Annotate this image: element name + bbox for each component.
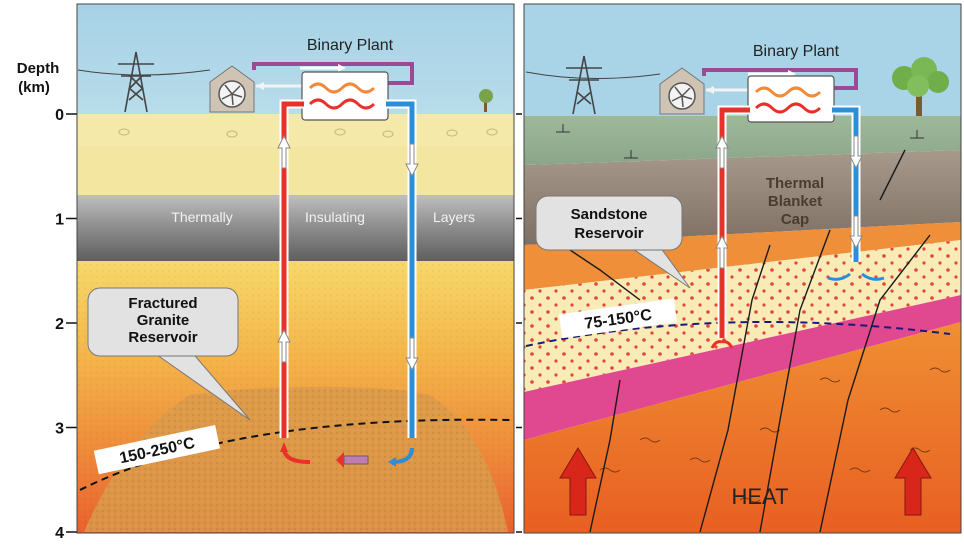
right-injection-spread	[827, 272, 885, 281]
layer-word-3: Layers	[433, 209, 475, 225]
left-pebbles	[118, 128, 498, 138]
right-working-fluid-loop	[702, 68, 858, 90]
granite-callout-line3: Reservoir	[128, 329, 197, 346]
layer-word-2: Insulating	[305, 209, 365, 225]
depth-tick-label: 2	[55, 316, 64, 333]
cap-label-line3: Cap	[781, 211, 809, 228]
depth-tick-label: 4	[55, 525, 64, 540]
left-topsoil	[77, 114, 514, 147]
left-isotherm	[79, 418, 511, 491]
sandstone-callout-line2: Reservoir	[574, 225, 643, 242]
right-isotherm	[525, 321, 951, 347]
left-heat-exchanger	[301, 71, 389, 121]
right-pylon-icon	[566, 55, 602, 115]
granite-callout-line2: Granite	[137, 312, 190, 329]
small-tree-icon	[479, 89, 493, 112]
depth-axis: Depth (km) 0 1 2 3 4	[17, 60, 522, 542]
left-plant-title: Binary Plant	[307, 37, 394, 54]
right-plant-title: Binary Plant	[753, 43, 840, 60]
heat-arrow-right-icon	[894, 447, 932, 516]
sandstone-callout-line1: Sandstone	[571, 206, 648, 223]
depth-tick-label: 0	[55, 107, 64, 124]
right-heat-waves	[599, 367, 951, 503]
depth-tick-label: 3	[55, 421, 64, 438]
sandstone-callout	[535, 195, 683, 251]
right-deep-heat	[524, 322, 961, 533]
left-sediment	[77, 147, 514, 195]
granite-callout-line1: Fractured	[128, 295, 197, 312]
layer-word-1: Thermally	[171, 209, 232, 225]
left-sky	[77, 4, 514, 114]
right-heat-exchanger	[747, 75, 835, 123]
right-generator-house-icon	[659, 67, 705, 115]
flow-arrows	[277, 134, 419, 372]
right-surface-ticks	[556, 124, 924, 159]
right-sky	[524, 4, 961, 116]
left-working-fluid-loop	[252, 62, 414, 85]
right-production-inflow	[710, 340, 734, 349]
heat-label: HEAT	[731, 484, 788, 509]
granite-callout	[87, 287, 239, 357]
generator-house-icon	[209, 65, 255, 113]
heat-arrow-left-icon	[559, 447, 597, 516]
right-faults	[539, 149, 931, 533]
depth-tick-label: 1	[55, 212, 64, 229]
left-panel: Thermally Insulating Layers Binary Plant	[76, 3, 515, 534]
right-panel: Binary Plant	[523, 3, 962, 534]
depth-axis-title: Depth	[17, 60, 60, 77]
power-pylon-icon	[118, 51, 154, 113]
power-line	[77, 69, 211, 76]
cap-label-line1: Thermal	[766, 175, 824, 192]
cap-label-line2: Blanket	[768, 193, 822, 210]
depth-axis-unit: (km)	[18, 79, 50, 96]
right-tree-icon	[892, 57, 949, 116]
right-pink-layer	[524, 295, 961, 440]
left-insulating-layer	[77, 195, 514, 261]
